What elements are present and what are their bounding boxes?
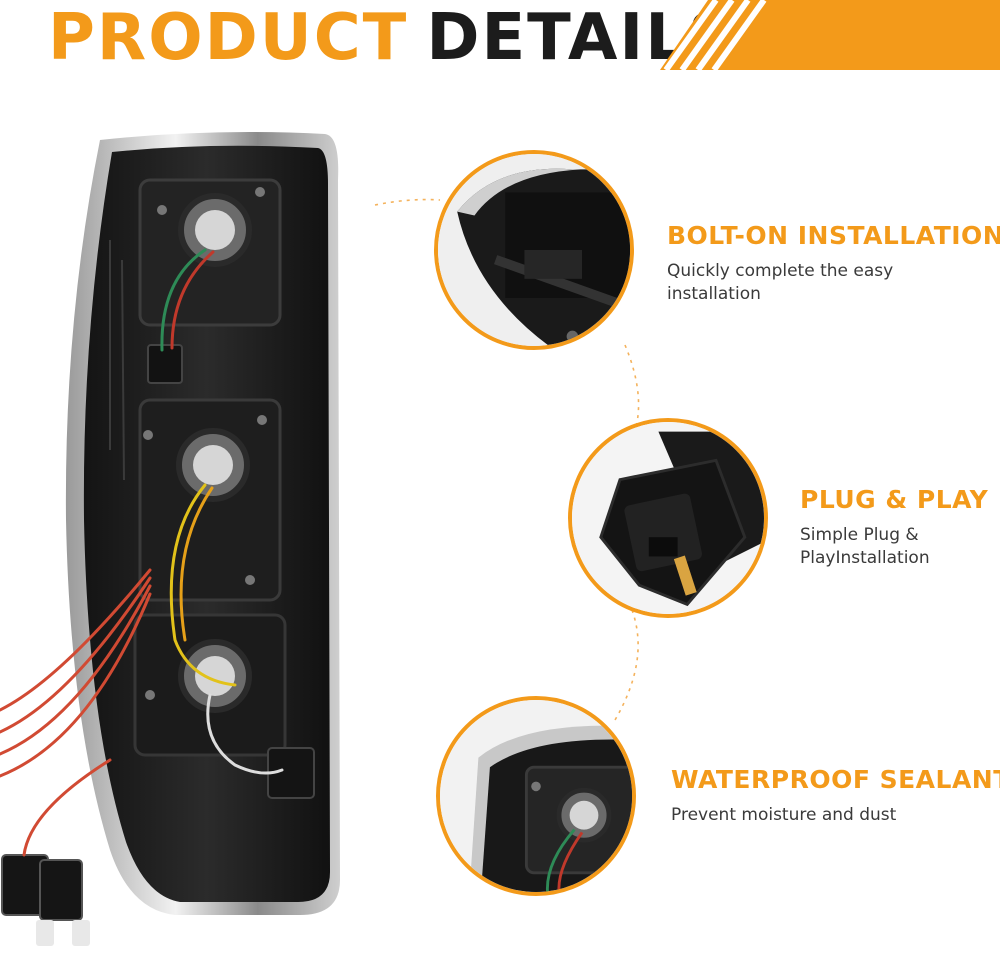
feature-waterproof-image [436,696,636,896]
feature-plug-play-image [568,418,768,618]
header-stripe-banner [660,0,1000,70]
feature-title: WATERPROOF SEALANT [671,765,1000,794]
tail-light-housing-image [0,132,340,946]
feature-description: Simple Plug & PlayInstallation [800,525,930,568]
housing-closeup-image [438,154,630,346]
sealed-housing-image [440,700,632,892]
connector-plug-image [572,422,764,614]
feature-plug-play: PLUG & PLAY Simple Plug & PlayInstallati… [800,484,995,570]
feature-waterproof: WATERPROOF SEALANT Prevent moisture and … [671,764,1000,827]
feature-bolt-on-image [434,150,634,350]
feature-title: PLUG & PLAY [800,485,989,514]
feature-title: BOLT-ON INSTALLATION [667,221,1000,250]
title-word-product: PRODUCT [48,1,409,75]
feature-bolt-on: BOLT-ON INSTALLATION Quickly complete th… [667,220,1000,306]
feature-description: Quickly complete the easy installation [667,261,894,304]
feature-description: Prevent moisture and dust [671,805,897,825]
